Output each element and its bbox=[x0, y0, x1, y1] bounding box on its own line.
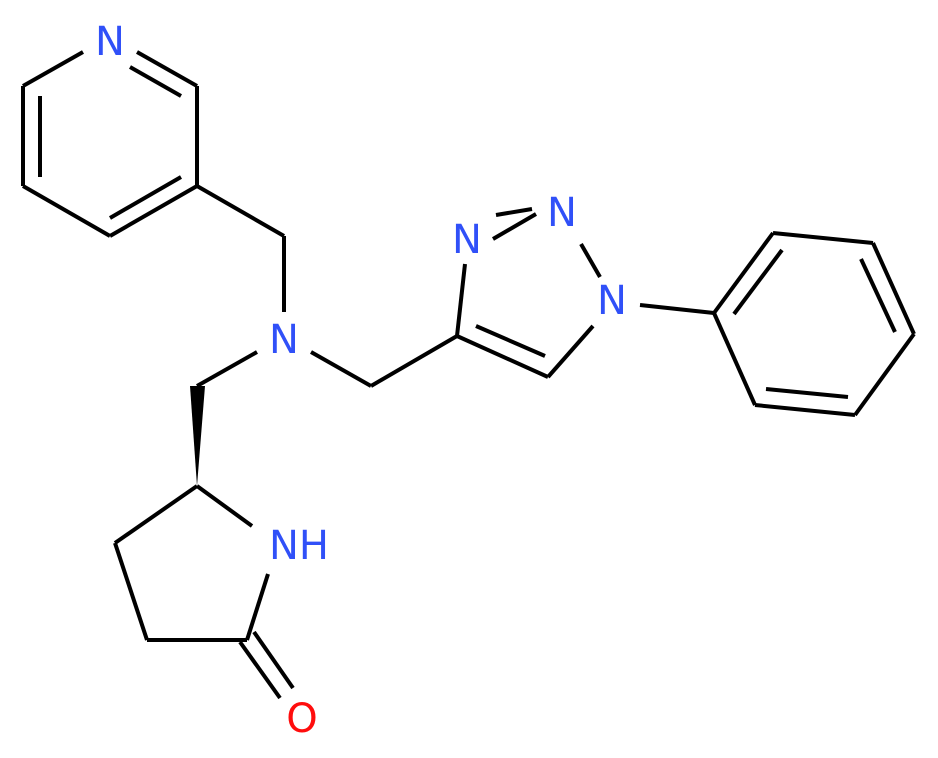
amine-bonds bbox=[196, 334, 459, 388]
triazole-ring bbox=[455, 207, 602, 379]
triazole-n2-label: N bbox=[547, 190, 577, 236]
carbonyl-oxygen-label: O bbox=[286, 696, 317, 742]
amine-nitrogen-label: N bbox=[269, 317, 299, 363]
lactam-nh-label: NH bbox=[269, 523, 329, 569]
triazole-n3-label: N bbox=[452, 217, 482, 263]
pyridine-ring bbox=[21, 50, 199, 238]
pyridine-nitrogen-label: N bbox=[95, 19, 125, 65]
pyrrolidinone-ring bbox=[113, 484, 270, 642]
triazole-n1-label: N bbox=[597, 278, 627, 324]
stereo-wedge-bond bbox=[190, 386, 205, 486]
phenyl-ring bbox=[712, 231, 916, 417]
pyridylmethyl-linker bbox=[196, 184, 286, 312]
n-phenyl-bond bbox=[639, 303, 715, 315]
carbonyl-double-bond bbox=[238, 630, 295, 700]
